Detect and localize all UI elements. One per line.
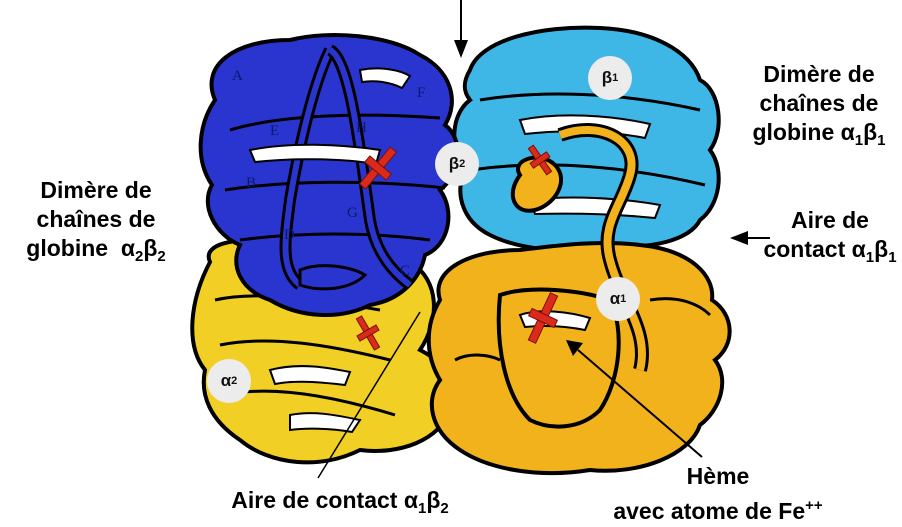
heme-line2: avec atome de Fe++: [580, 491, 856, 526]
beta2-symbol: β: [449, 154, 459, 174]
helix-label-b: B: [246, 175, 256, 192]
helix-label-g: G: [347, 205, 358, 222]
helix-label-c: C: [400, 263, 410, 280]
beta1-symbol: β: [602, 68, 612, 88]
beta1-subscript: 1: [612, 72, 618, 84]
helix-label-d: D: [284, 227, 295, 244]
contact-a1b1-label: Aire de contact α1β1: [760, 206, 900, 272]
alpha1-symbol: α: [610, 289, 620, 309]
alpha2-subscript: 2: [231, 375, 237, 387]
helix-label-f: F: [417, 85, 425, 102]
dimer-a1b1-line2: chaînes de: [742, 89, 896, 118]
dimer-a1b1-line3: globine α1β1: [742, 118, 896, 155]
dimer-a2b2-line1: Dimère de: [0, 176, 192, 205]
helix-label-e: E: [270, 123, 279, 140]
beta1-chain: [454, 28, 718, 251]
dimer-a2b2-line2: chaînes de: [0, 205, 192, 234]
beta2-subscript: 2: [459, 158, 465, 170]
alpha1-subscript: 1: [620, 293, 626, 305]
helix-label-h: H: [356, 120, 367, 137]
contact-a1b1-line1: Aire de: [760, 206, 900, 235]
dimer-a2b2-label: Dimère de chaînes de globine α2β2: [0, 176, 192, 271]
dimer-a2b2-line3: globine α2β2: [0, 234, 192, 271]
contact-a1b2-label: Aire de contact α1β2: [190, 486, 490, 523]
contact-a1b1-line2: contact α1β1: [760, 235, 900, 272]
heme-line1: Hème: [580, 462, 856, 491]
top-arrow: [454, 0, 468, 58]
heme-label: Hème avec atome de Fe++: [580, 462, 856, 526]
helix-label-a: A: [232, 68, 243, 85]
dimer-a1b1-label: Dimère de chaînes de globine α1β1: [742, 60, 896, 155]
alpha2-symbol: α: [221, 371, 231, 391]
dimer-a1b1-line1: Dimère de: [742, 60, 896, 89]
